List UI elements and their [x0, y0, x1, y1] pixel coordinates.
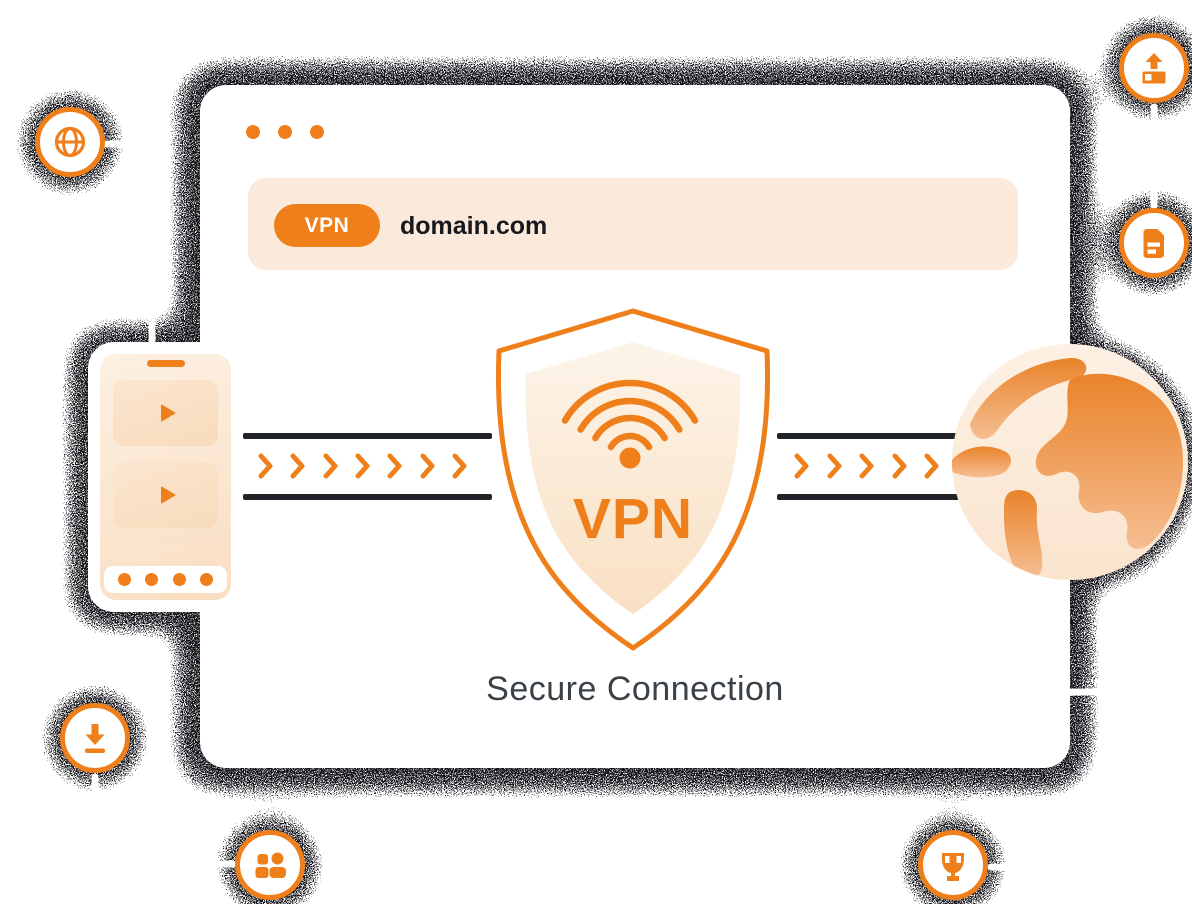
- chevron-right-icon: [859, 453, 874, 479]
- phone-screen: [100, 354, 231, 600]
- video-card: [113, 462, 218, 528]
- chevron-right-icon: [452, 453, 467, 479]
- wifi-dot: [619, 447, 641, 469]
- chevron-right-icon: [827, 453, 841, 479]
- vpn-shield: [496, 308, 770, 651]
- download-icon: [85, 724, 105, 753]
- pipe-left-bottom: [243, 494, 492, 500]
- pipe-right-top: [777, 433, 959, 439]
- trophy-icon: [942, 853, 964, 881]
- smartphone: [88, 342, 243, 612]
- video-card: [113, 380, 218, 446]
- download-badge: [60, 703, 130, 773]
- chevron-right-icon: [323, 453, 338, 479]
- continents: [952, 357, 1184, 579]
- chevron-right-icon: [290, 453, 305, 479]
- phone-navbar: [104, 566, 227, 593]
- phone-nav-dot: [145, 573, 159, 586]
- wifi-icon: [561, 379, 699, 451]
- phone-nav-dot: [199, 573, 213, 586]
- connector-window-to-trophy: [987, 688, 1131, 871]
- caption: Secure Connection: [486, 670, 784, 708]
- chevrons-left: [258, 453, 468, 479]
- window-dot: [278, 125, 292, 139]
- chevron-right-icon: [355, 453, 370, 479]
- pipe-right-bottom: [777, 494, 959, 500]
- play-icon: [160, 404, 176, 422]
- trophy-badge: [918, 830, 988, 900]
- url-text: domain.com: [400, 212, 548, 240]
- chevrons-right: [794, 453, 940, 479]
- users-badge: [235, 830, 305, 900]
- globe-badge: [35, 107, 105, 177]
- upload-icon: [1142, 53, 1166, 84]
- chevron-right-icon: [794, 453, 809, 479]
- phone-nav-dot: [118, 573, 132, 586]
- connector-globe-to-phone: [102, 140, 156, 354]
- file-document-icon: [1143, 229, 1164, 258]
- play-icon: [160, 486, 176, 504]
- users-icon: [255, 852, 286, 878]
- upload-badge: [1119, 33, 1189, 103]
- connector-download-to-users: [91, 773, 237, 868]
- vpn-badge: VPN: [274, 204, 380, 247]
- globe-icon: [54, 126, 86, 158]
- chevron-right-icon: [420, 453, 435, 479]
- window-control-dots: [246, 125, 324, 139]
- chevron-right-icon: [387, 453, 402, 479]
- chevron-right-icon: [924, 453, 939, 479]
- pipe-left-top: [243, 433, 492, 439]
- file-badge: [1119, 208, 1189, 278]
- phone-nav-dot: [172, 573, 186, 586]
- shield-label: VPN: [572, 487, 694, 551]
- window-dot: [310, 125, 324, 139]
- phone-speaker: [146, 360, 185, 367]
- window-dot: [246, 125, 260, 139]
- chevron-right-icon: [258, 453, 273, 479]
- chevron-right-icon: [892, 453, 906, 479]
- earth-globe: [952, 344, 1188, 580]
